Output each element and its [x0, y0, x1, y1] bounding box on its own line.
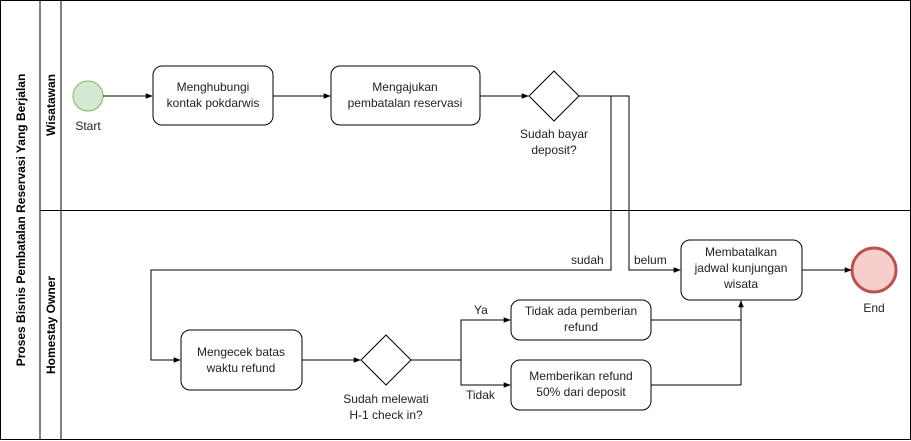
task-tidak-ada-refund-line-2: refund: [564, 320, 598, 334]
flow-ya: [411, 317, 511, 361]
gateway-checkin: [360, 334, 412, 386]
gateway-checkin-line-2: H-1 check in?: [349, 408, 423, 422]
task-memberikan-refund-line-1: Memberikan refund: [529, 369, 632, 383]
flow-tidak: [460, 360, 511, 388]
task-mengajukan-line-1: Mengajukan: [372, 80, 437, 94]
gateway-deposit-line-2: deposit?: [531, 143, 577, 157]
start-event: [72, 80, 104, 112]
task-mengajukan-line-2: pembatalan reservasi: [348, 96, 463, 110]
gateway-checkin-line-1: Sudah melewati: [343, 392, 428, 406]
end-event: [850, 246, 898, 294]
flow-label-ya: Ya: [474, 303, 488, 317]
task-mengecek-line-2: waktu refund: [206, 361, 276, 375]
end-label: End: [863, 301, 884, 315]
task-memberikan-refund-line-2: 50% dari deposit: [536, 385, 626, 399]
lane-title-wisatawan: Wisatawan: [44, 74, 58, 136]
task-menghubungi-line-2: kontak pokdarwis: [167, 96, 260, 110]
task-mengecek-line-1: Mengecek batas: [197, 345, 285, 359]
task-membatalkan-line-2: jadwal kunjungan: [694, 261, 788, 275]
gateway-deposit-line-1: Sudah bayar: [520, 127, 588, 141]
lane-title-homestay-owner: Homestay Owner: [44, 276, 58, 374]
pool-title: Proses Bisnis Pembatalan Reservasi Yang …: [14, 74, 28, 367]
flow-label-belum: belum: [634, 253, 667, 267]
flow-label-sudah: sudah: [571, 253, 604, 267]
task-tidak-ada-refund-line-1: Tidak ada pemberian: [525, 304, 637, 318]
task-menghubungi-line-1: Menghubungi: [177, 80, 250, 94]
task-membatalkan-line-3: wisata: [723, 277, 758, 291]
task-membatalkan-line-1: Membatalkan: [705, 245, 777, 259]
start-label: Start: [75, 119, 101, 133]
flow-label-tidak: Tidak: [466, 388, 496, 402]
flow-belum: [579, 95, 681, 273]
gateway-deposit: [528, 70, 580, 122]
flow-refund-to-membatalkan: [651, 320, 742, 386]
task-mengecek: [180, 329, 303, 391]
